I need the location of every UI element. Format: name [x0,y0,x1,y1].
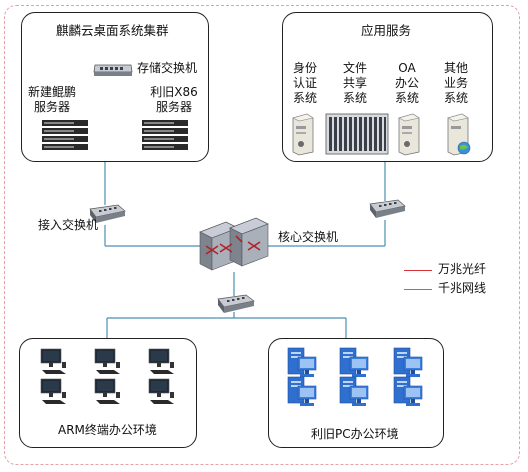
app-item-oa: OA 办公 系统 [394,61,419,105]
distribution-switch-icon [217,294,255,313]
storage-switch-label: 存储交换机 [137,61,198,75]
new-server-label: 新建鲲鹏 服务器 [27,85,76,114]
apps-access-switch-icon [369,199,406,218]
oa-server-icon [398,113,420,156]
app-item-other: 其他 业务 系统 [443,61,468,105]
app-item-file: 文件 共享 系统 [342,61,367,105]
file-server-rack-icon [325,113,389,155]
arm-terminal-icon [38,378,68,410]
arm-terminal-icon [146,348,176,380]
old-server-label: 利旧X86 服务器 [150,85,198,114]
access-switch-label: 接入交换机 [38,218,99,232]
pc-icon [392,347,424,383]
auth-server-icon [292,113,314,156]
legend-fiber-line [404,270,432,271]
arm-terminal-icon [146,378,176,410]
arm-env-label: ARM终端办公环境 [58,423,157,437]
pc-icon [338,347,370,383]
apps-title: 应用服务 [361,23,412,38]
cluster-box: 麒麟云桌面系统集群 存储交换机 新建鲲鹏 服务器 利旧X86 服务器 [21,12,209,162]
legend-copper-label: 千兆网线 [438,281,487,295]
pc-icon [392,376,424,412]
app-item-auth: 身份 认证 系统 [292,61,317,105]
pc-icon [286,347,318,383]
outer-dashed-frame [4,5,520,465]
arm-terminal-icon [38,348,68,380]
new-server-stack-icon [42,120,88,150]
legend-copper-line [404,289,432,290]
pc-env-label: 利旧PC办公环境 [311,427,399,441]
cluster-title: 麒麟云桌面系统集群 [56,23,169,38]
arm-terminal-icon [92,348,122,380]
other-server-icon [447,113,471,156]
core-switch-label: 核心交换机 [278,230,339,244]
legend-fiber-label: 万兆光纤 [438,262,487,276]
pc-icon [338,376,370,412]
old-server-stack-icon [142,120,188,150]
storage-switch-icon [93,64,133,76]
access-switch-icon [89,204,126,223]
pc-icon [286,376,318,412]
arm-terminal-icon [92,378,122,410]
core-switch-icon [199,217,269,271]
